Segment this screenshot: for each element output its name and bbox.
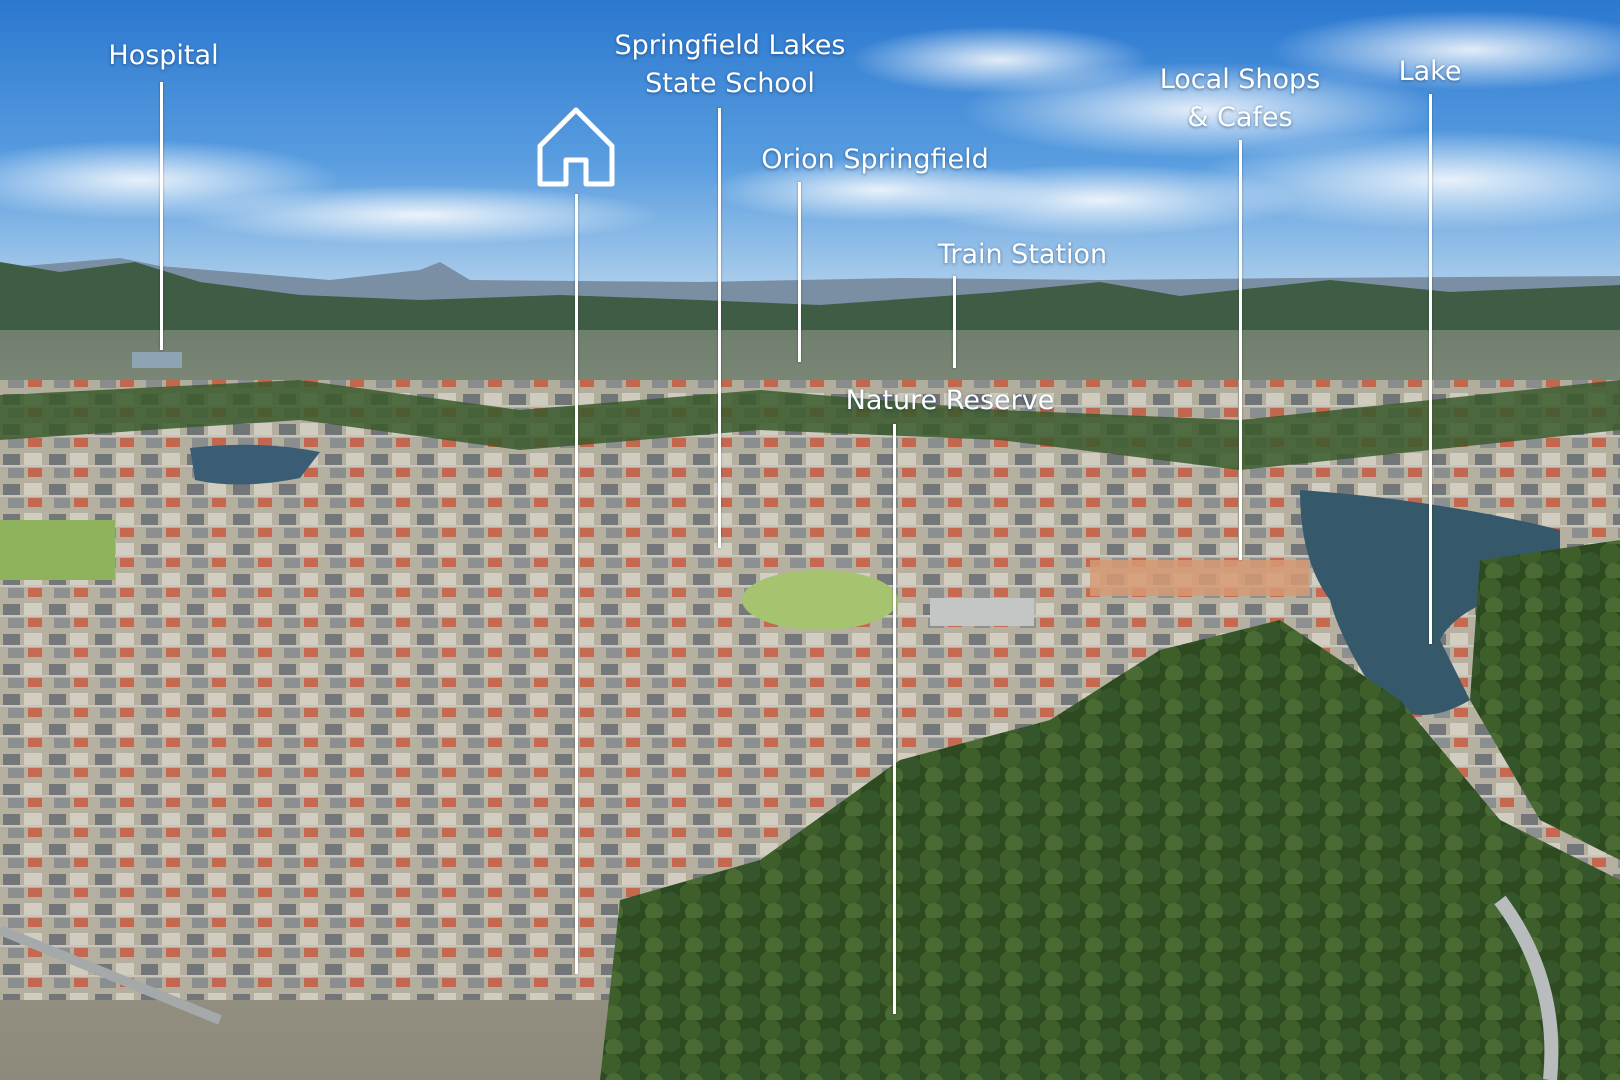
label-school-line2: State School [645, 68, 815, 99]
label-train-station: Train Station [937, 239, 1108, 270]
label-nature-reserve: Nature Reserve [845, 385, 1055, 416]
house-icon [537, 107, 615, 187]
clouds [0, 10, 1620, 245]
pointer-home [575, 194, 578, 974]
pointer-train-station [953, 276, 956, 368]
label-school: Springfield Lakes State School [580, 27, 880, 103]
label-school-line1: Springfield Lakes [614, 30, 846, 61]
pointer-orion [798, 182, 801, 362]
park-field [0, 520, 115, 580]
pointer-shops [1239, 140, 1242, 560]
nature-reserve-trees [600, 620, 1620, 1080]
label-orion: Orion Springfield [761, 144, 989, 175]
label-hospital: Hospital [108, 40, 219, 71]
label-shops-line1: Local Shops [1159, 64, 1321, 95]
lake-left [190, 444, 320, 485]
hospital-building [132, 352, 182, 368]
shops-buildings [1090, 560, 1310, 596]
road-lower [0, 925, 222, 1025]
label-lake: Lake [1398, 56, 1462, 87]
trees-right-bank [1470, 540, 1620, 860]
pointer-nature-reserve [893, 424, 896, 1014]
sports-oval [742, 570, 898, 630]
pointer-school [718, 108, 721, 548]
label-shops-line2: & Cafes [1187, 102, 1293, 133]
pointer-lake [1429, 94, 1432, 644]
school-building [930, 598, 1034, 626]
pointer-hospital [160, 82, 163, 350]
tree-belt [0, 380, 1620, 470]
label-shops: Local Shops & Cafes [1145, 61, 1335, 137]
road-curve [1494, 895, 1559, 1080]
